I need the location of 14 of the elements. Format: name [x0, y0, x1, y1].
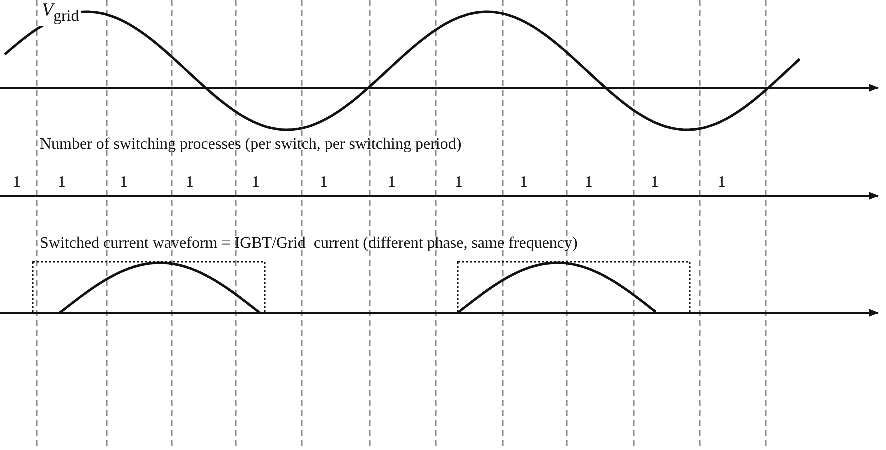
axis-label: Switched current waveform = IGBT/Grid current (different phase, same frequency)	[40, 235, 578, 253]
switch-count: 1	[320, 174, 328, 192]
switch-count: 1	[718, 174, 726, 192]
switch-count: 1	[388, 174, 396, 192]
switch-count: 1	[58, 174, 66, 192]
switch-count: 1	[520, 174, 528, 192]
switch-count: 1	[585, 174, 593, 192]
axis-label: Number of switching processes (per switch, per switching period)	[40, 136, 462, 154]
switch-count: 1	[455, 174, 463, 192]
switch-count: 1	[186, 174, 194, 192]
switch-count: 1	[120, 174, 128, 192]
switch-count: 1	[13, 174, 21, 192]
switch-count: 1	[651, 174, 659, 192]
switch-count: 1	[252, 174, 260, 192]
